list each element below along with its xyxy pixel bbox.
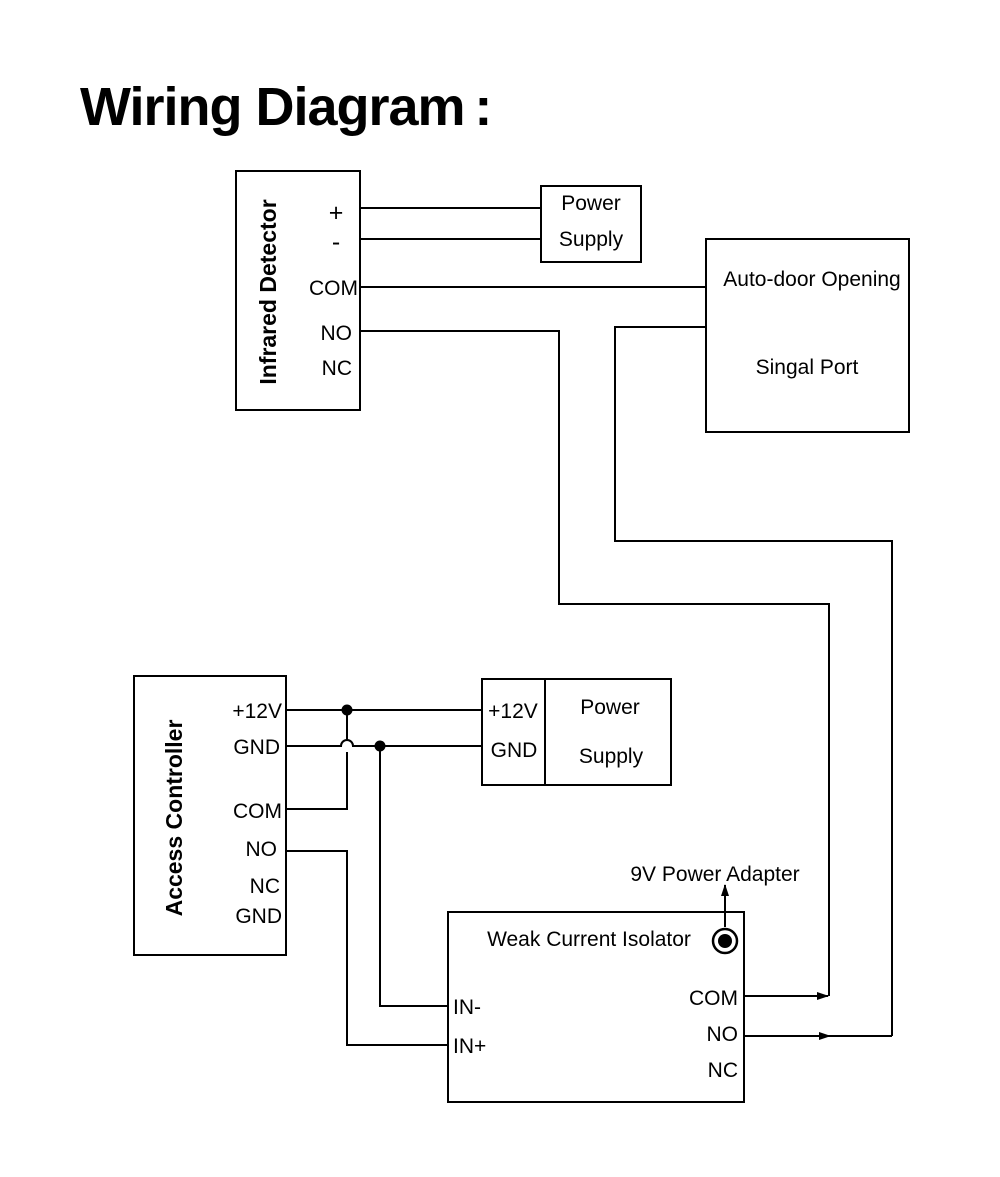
wire-ac-no-to-in-plus bbox=[286, 850, 448, 1046]
power-adapter-label: 9V Power Adapter bbox=[630, 863, 799, 886]
ps-bottom-line2: Supply bbox=[579, 745, 644, 768]
isolator-out-nc: NC bbox=[708, 1059, 738, 1082]
ac-pin-gnd2: GND bbox=[235, 905, 282, 928]
ir-pin-nc: NC bbox=[322, 357, 352, 380]
ir-pin-minus: - bbox=[332, 228, 340, 256]
power-jack-icon bbox=[711, 927, 739, 955]
ir-pin-com: COM bbox=[309, 277, 358, 300]
ac-pin-gnd: GND bbox=[233, 736, 280, 759]
power-supply-top-line2: Supply bbox=[559, 228, 624, 251]
wire-ir-no bbox=[360, 330, 830, 996]
power-supply-top-box bbox=[540, 185, 642, 263]
infrared-detector-box bbox=[235, 170, 361, 411]
ps-bottom-pin-gnd: GND bbox=[491, 739, 538, 762]
ps-bottom-line1: Power bbox=[580, 696, 640, 719]
ac-pin-com: COM bbox=[233, 800, 282, 823]
ac-pin-12v: +12V bbox=[232, 700, 282, 723]
power-supply-top-line1: Power bbox=[561, 192, 621, 215]
wire-gnd-to-in-minus bbox=[379, 746, 448, 1007]
wire-autodoor-return bbox=[614, 326, 893, 1036]
auto-door-box bbox=[705, 238, 910, 433]
ps-bottom-pin-12v: +12V bbox=[488, 700, 538, 723]
access-controller-box bbox=[133, 675, 287, 956]
infrared-detector-name: Infrared Detector bbox=[255, 199, 281, 384]
wire-ac-com bbox=[286, 752, 348, 810]
junction-dot-gnd bbox=[374, 740, 386, 752]
junction-dot-12v bbox=[341, 704, 353, 716]
power-supply-bottom-box bbox=[481, 678, 672, 786]
isolator-out-com: COM bbox=[689, 987, 738, 1010]
isolator-in-minus: IN- bbox=[453, 996, 481, 1019]
ir-pin-plus: + bbox=[329, 199, 344, 227]
page-title: Wiring Diagram : bbox=[80, 77, 492, 137]
ir-pin-no: NO bbox=[321, 322, 353, 345]
power-jack-center-icon bbox=[718, 934, 732, 948]
auto-door-line2: Singal Port bbox=[756, 356, 859, 379]
isolator-in-plus: IN+ bbox=[453, 1035, 486, 1058]
ac-pin-no: NO bbox=[246, 838, 278, 861]
isolator-out-no: NO bbox=[707, 1023, 739, 1046]
access-controller-name: Access Controller bbox=[161, 720, 187, 917]
auto-door-line1: Auto-door Opening bbox=[723, 268, 900, 291]
ac-pin-nc: NC bbox=[250, 875, 280, 898]
isolator-name: Weak Current Isolator bbox=[487, 928, 691, 951]
